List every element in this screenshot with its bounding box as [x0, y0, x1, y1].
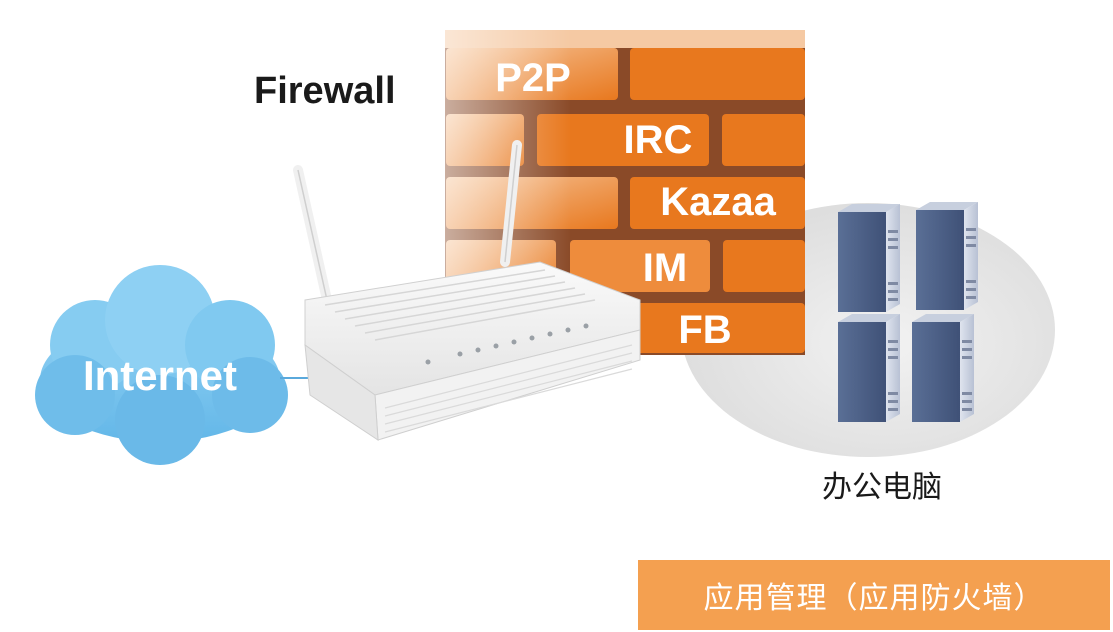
server-icon [838, 204, 900, 312]
brick-label-im: IM [643, 246, 687, 290]
server-icon [916, 202, 978, 310]
office-servers [838, 202, 978, 422]
server-icon [912, 314, 974, 422]
brick-label-p2p: P2P [495, 56, 571, 100]
brick-label-irc: IRC [624, 118, 693, 162]
app-firewall-banner: 应用管理（应用防火墙） [638, 560, 1110, 630]
server-icon [838, 314, 900, 422]
internet-label: Internet [83, 352, 237, 399]
brick-label-kazaa: Kazaa [660, 180, 776, 224]
router [293, 140, 641, 441]
brick-label-fb: FB [678, 308, 731, 352]
firewall-title: Firewall [254, 70, 396, 112]
banner-text: 应用管理（应用防火墙） [703, 581, 1045, 616]
office-computers-label: 办公电脑 [822, 470, 942, 505]
internet-cloud: Internet [35, 265, 288, 465]
